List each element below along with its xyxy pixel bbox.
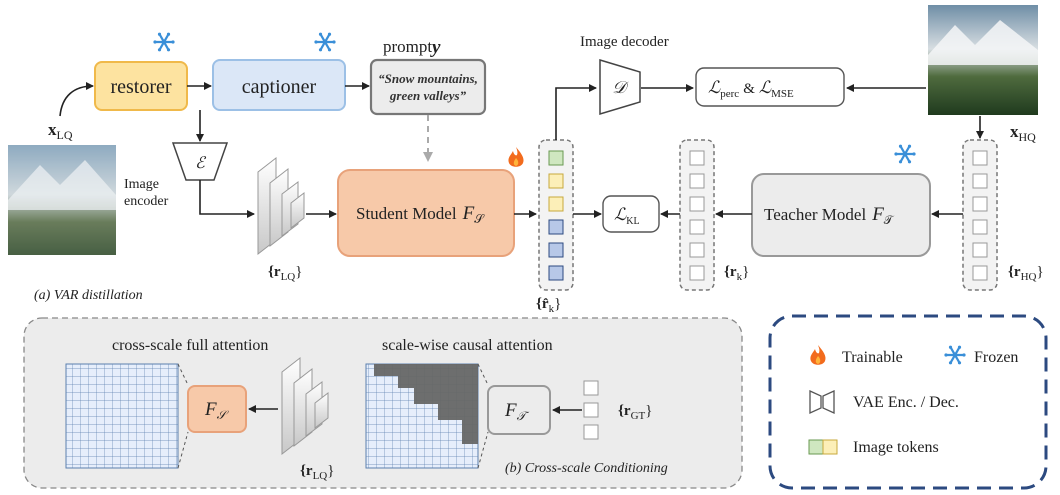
connector-dashed [477,431,489,469]
frozen-icon [313,31,337,53]
legend-vae-icon [809,389,835,415]
token-blue [548,265,564,281]
causal-attention-title: scale-wise causal attention [382,337,553,354]
connector-dashed [177,431,189,469]
hq-image [928,5,1038,115]
token-yellow [548,173,564,189]
perc-mse-loss-box [695,67,845,107]
frozen-icon [152,31,176,53]
arrow-input-restorer [59,82,94,117]
legend-token-yellow [822,439,838,455]
rgt-label: {rGT} [618,403,652,422]
prompt-variable: y [430,37,441,58]
image-encoder-shape [171,142,229,181]
teacher-token-column [679,139,715,291]
token-green [548,150,564,166]
student-model-box [337,169,515,257]
connector-dashed [477,363,489,386]
rlq-feature-stack [257,156,305,256]
rhq-label: {rHQ} [1008,264,1044,283]
caption-cross-scale: (b) Cross-scale Conditioning [505,461,668,476]
encoder-symbol: ℰ [195,155,207,172]
teacher-mini-box [487,385,551,435]
rlq-label: {rLQ} [268,264,302,283]
arrow-encoder-features [199,180,255,218]
connector-dashed [177,363,189,386]
legend-trainable: Trainable [842,349,903,366]
kl-loss-label: ℒKL [614,205,640,227]
captioner-label: captioner [242,76,317,98]
teacher-model-box [751,173,931,257]
legend-tokens: Image tokens [853,439,939,456]
restorer-label: restorer [110,76,171,98]
image-decoder-shape [599,58,641,116]
token-blue [548,242,564,258]
rgt-token-cells [583,380,599,440]
hq-token-column [962,139,998,291]
rlq-mini-label: {rLQ} [300,463,334,482]
legend-frozen: Frozen [974,349,1018,366]
image-encoder-label-1: Image [124,177,159,192]
prompt-text-line1: “Snow mountains, [378,71,478,86]
legend-token-green [808,439,824,455]
arrow-tokens-decoder [555,84,597,140]
full-attention-title: cross-scale full attention [112,337,268,354]
perc-mse-loss-label: ℒperc&ℒMSE [708,78,794,100]
token-yellow [548,196,564,212]
x-lq-label: xLQ [48,120,73,142]
full-attention-grid [65,363,179,469]
decoder-symbol: 𝒟 [612,78,629,97]
prompt-label: prompt [383,37,432,56]
frozen-icon [893,143,917,165]
caption-var-distillation: (a) VAR distillation [34,288,143,303]
prompt-box [369,58,487,116]
rlq-feature-stack-mini [281,356,329,456]
image-encoder-label-2: encoder [124,194,169,209]
captioner-box [212,59,346,111]
x-hq-label: xHQ [1010,122,1036,144]
causal-attention-grid [365,363,479,469]
image-decoder-label: Image decoder [580,34,669,50]
rhat-k-label: {r̂k} [536,296,561,315]
rk-label: {rk} [724,264,749,283]
legend-vae: VAE Enc. / Dec. [853,394,959,411]
hq-token-cells [972,150,988,281]
lq-image [8,145,116,255]
token-blue [548,219,564,235]
kl-loss-box [602,195,660,233]
legend-box [768,314,1048,490]
teacher-token-cells [689,150,705,281]
prompt-text-line2: green valleys” [389,88,467,103]
trainable-fire-icon [508,147,524,167]
student-mini-box [187,385,247,433]
